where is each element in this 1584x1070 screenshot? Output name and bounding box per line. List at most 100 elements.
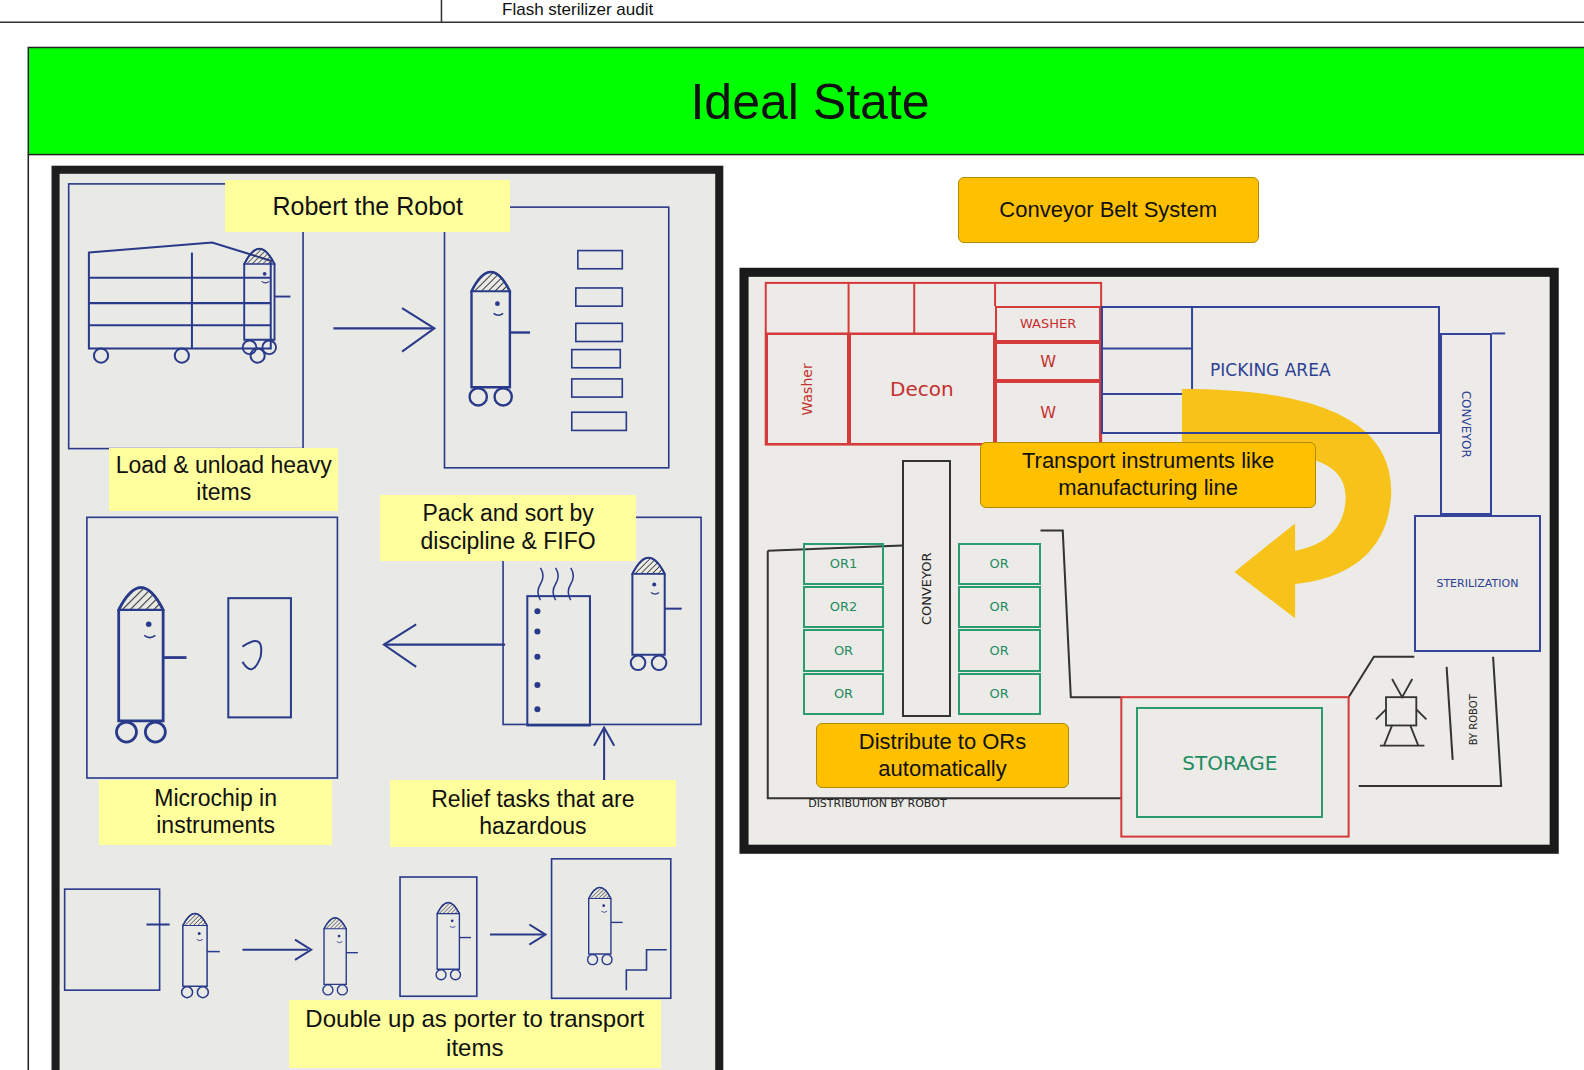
robot-figure: [323, 918, 358, 995]
bin: [572, 350, 620, 368]
handwritten-note: DISTRIBUTION BY ROBOT: [808, 798, 946, 811]
sketch-panel: [65, 889, 160, 990]
cart-side: [191, 253, 193, 349]
outline-wall: [1349, 657, 1415, 697]
arrow-line: [490, 934, 544, 936]
callout-text: Load & unload heavy items: [114, 452, 333, 507]
callout-box: Transport instruments like manufacturing…: [980, 442, 1316, 509]
room-box: STERILIZATION: [1414, 515, 1540, 651]
robot-figure: [436, 903, 471, 980]
room-label: STORAGE: [1182, 751, 1277, 775]
room-box: Decon: [849, 333, 995, 444]
cart-wheel: [175, 349, 189, 363]
room-box: OR1: [803, 543, 884, 585]
arrow-line: [333, 327, 432, 329]
room-label: OR: [989, 643, 1008, 659]
room-box: OR: [958, 543, 1041, 585]
zone-line: [1101, 393, 1192, 395]
arrow-line: [242, 949, 308, 951]
callout-box: Double up as porter to transport items: [289, 1000, 661, 1068]
room-label: W: [1040, 403, 1056, 422]
room-box: OR2: [803, 586, 884, 628]
robot-route: [1359, 657, 1501, 786]
callout-box: Robert the Robot: [225, 180, 510, 233]
room-label: STERILIZATION: [1436, 577, 1518, 590]
flow-arrows: [146, 308, 614, 960]
room-label: Washer: [799, 363, 816, 415]
washer-dot: [534, 628, 540, 634]
robot-figure: [588, 887, 623, 964]
washer-dot: [534, 654, 540, 660]
room-box: CONVEYOR: [902, 460, 950, 718]
robot-body: [1386, 697, 1416, 725]
discipline-bins: [572, 251, 627, 431]
callout-text: Conveyor Belt System: [999, 197, 1217, 223]
zone-line: [994, 283, 996, 306]
room-label: OR: [989, 556, 1008, 572]
robot-limbs: [1376, 709, 1427, 745]
slide-title: Ideal State: [690, 73, 929, 131]
robot-route: [1447, 667, 1453, 760]
arrow-line: [146, 923, 169, 925]
callout-box: Conveyor Belt System: [958, 177, 1259, 244]
strip-divider: [441, 0, 443, 22]
room-box: Washer: [766, 333, 849, 444]
bin: [576, 288, 622, 306]
header-band: [28, 47, 1584, 154]
sketch-panel: [87, 517, 338, 778]
room-label: W: [1040, 352, 1056, 371]
room-box: OR: [958, 629, 1041, 671]
outline-wall: [768, 551, 1122, 799]
robot-sketch: [1376, 679, 1427, 746]
decon-zone: [766, 283, 1101, 445]
robot-figure: [116, 588, 186, 742]
storage-wall: [1121, 697, 1348, 836]
washer-unit: [527, 596, 590, 725]
robot-antenna: [1392, 679, 1412, 697]
zone-line: [1101, 348, 1192, 350]
callout-text: Microchip in instruments: [104, 785, 327, 840]
room-label: OR1: [830, 556, 858, 572]
bin: [572, 379, 623, 397]
top-strip: [0, 0, 1584, 22]
callout-box: Distribute to ORs automatically: [816, 723, 1069, 788]
callout-text: Distribute to ORs automatically: [822, 729, 1063, 782]
callout-box: Pack and sort by discipline & FIFO: [380, 495, 637, 561]
sketch-panel: [552, 859, 671, 998]
arrow-line: [386, 644, 505, 646]
sketch-panel: [400, 877, 477, 996]
room-label: PICKING AREA: [1210, 360, 1330, 380]
photo-frame: [739, 268, 1558, 854]
room-label: CONVEYOR: [919, 552, 935, 625]
room-label: WASHER: [1020, 316, 1076, 332]
arrow-line: [603, 729, 605, 780]
robot-figure: [182, 913, 220, 997]
room-label: CONVEYOR: [1459, 391, 1473, 458]
arrow-head: [295, 940, 311, 960]
room-label: OR: [989, 686, 1008, 702]
panel-border: [28, 155, 30, 1070]
arrow-head: [529, 925, 545, 945]
room-label: OR: [834, 686, 853, 702]
robot-figure: [470, 272, 530, 405]
room-box: PICKING AREA: [1101, 306, 1439, 434]
instrument-scribble: [242, 641, 261, 669]
callout-box: Microchip in instruments: [99, 780, 332, 845]
room-box: CONVEYOR: [1440, 333, 1493, 515]
robot-figure: [631, 558, 682, 670]
room-box: OR: [958, 673, 1041, 715]
callout-text: Relief tasks that are hazardous: [395, 786, 671, 841]
room-label: OR2: [830, 599, 858, 615]
building-outline: [768, 530, 1501, 798]
microchip-sketch: [228, 598, 291, 717]
room-label: OR: [989, 599, 1008, 615]
arrow-head: [384, 624, 416, 666]
callout-text: Transport instruments like manufacturing…: [986, 448, 1310, 501]
bin: [572, 412, 627, 430]
outline-wall: [1041, 530, 1122, 697]
rack-steps: [626, 950, 666, 990]
arrow-head: [402, 308, 434, 351]
bin: [578, 251, 622, 269]
washer-sketch: [527, 568, 590, 726]
arrow-head: [594, 727, 614, 745]
